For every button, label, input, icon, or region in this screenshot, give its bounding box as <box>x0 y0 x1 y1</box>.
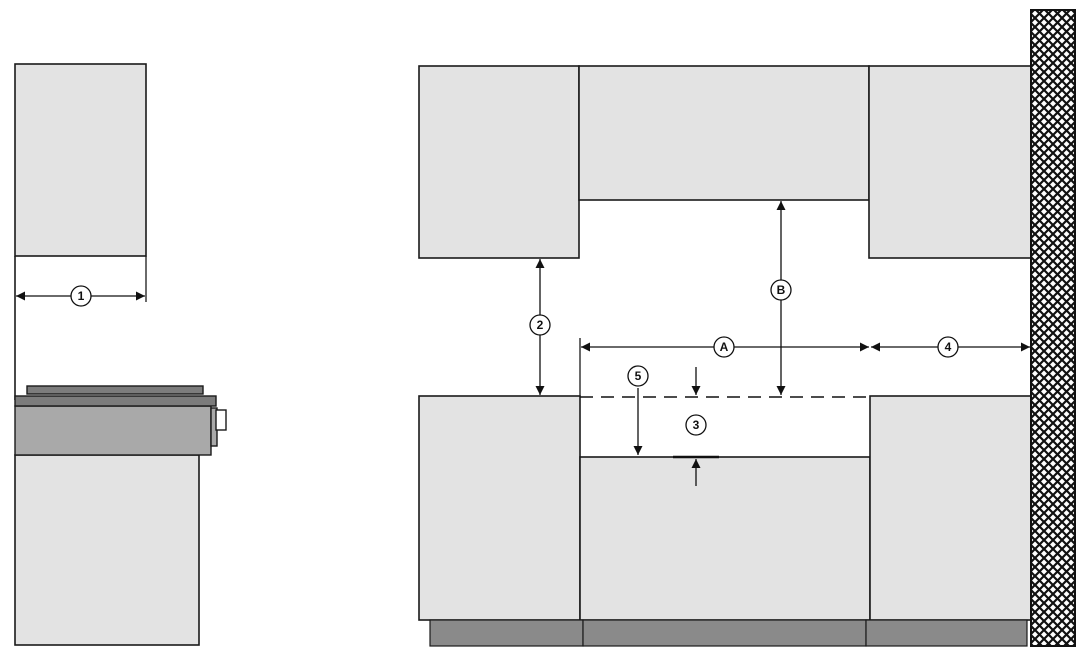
svg-text:4: 4 <box>945 340 952 354</box>
svg-text:B: B <box>777 283 786 297</box>
side-worktop <box>14 395 217 407</box>
base-cabinet-left <box>418 395 581 621</box>
side-hob-knob <box>215 409 227 431</box>
svg-text:3: 3 <box>693 418 700 432</box>
svg-text:A: A <box>720 340 729 354</box>
svg-text:1: 1 <box>78 289 85 303</box>
front-view: 2 B A 4 5 3 <box>418 9 1076 647</box>
side-base-cabinet <box>14 454 200 646</box>
marker-3: 3 <box>685 414 707 436</box>
marker-b: B <box>770 279 792 301</box>
plinth-right <box>865 619 1028 647</box>
marker-1: 1 <box>70 285 92 307</box>
plinth-middle <box>582 619 867 647</box>
side-wall <box>1030 9 1076 647</box>
side-view: 1 <box>14 63 227 646</box>
side-hob-body <box>14 405 212 456</box>
plinth-left <box>429 619 584 647</box>
marker-4: 4 <box>937 336 959 358</box>
side-hob-glass <box>26 385 204 395</box>
wall-cabinet-right <box>868 65 1032 259</box>
wall-cabinet-middle <box>578 65 870 201</box>
svg-text:2: 2 <box>537 318 544 332</box>
svg-text:5: 5 <box>635 369 642 383</box>
base-cabinet-right <box>869 395 1032 621</box>
marker-5: 5 <box>627 365 649 387</box>
side-wall-cabinet <box>14 63 147 257</box>
marker-a: A <box>713 336 735 358</box>
marker-2: 2 <box>529 314 551 336</box>
base-cabinet-middle <box>579 456 871 621</box>
wall-cabinet-left <box>418 65 580 259</box>
